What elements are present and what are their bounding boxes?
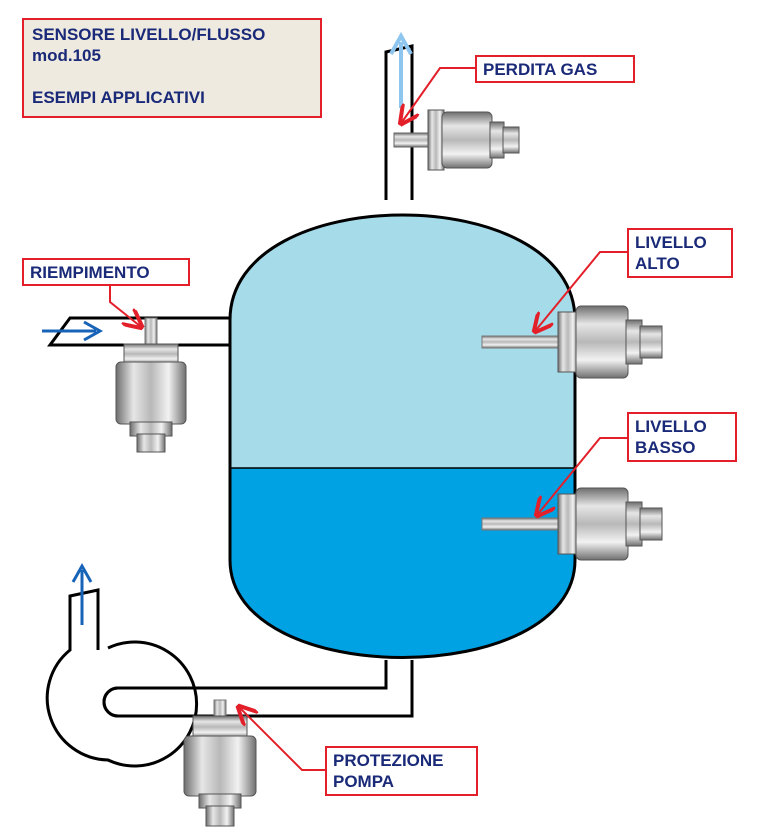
title-line-3: ESEMPI APPLICATIVI [32, 88, 205, 107]
sensor-gas-leak [393, 109, 520, 171]
pump [45, 588, 199, 768]
label-riempimento: RIEMPIMENTO [22, 258, 190, 286]
gas-flow-arrow [389, 31, 413, 108]
leader-protezione-pompa [240, 708, 325, 771]
liquid-phase [230, 468, 575, 658]
sensor-level-high [481, 305, 663, 379]
label-protezione-pompa-line-1: PROTEZIONE [333, 751, 444, 770]
label-riempimento-text: RIEMPIMENTO [30, 263, 150, 282]
gas-phase [230, 215, 575, 470]
label-livello-basso-line-1: LIVELLO [635, 417, 707, 436]
label-protezione-pompa-line-2: POMPA [333, 772, 395, 791]
label-livello-alto-line-2: ALTO [635, 254, 680, 273]
tank [228, 213, 577, 659]
leader-livello-alto [536, 251, 627, 330]
label-protezione-pompa: PROTEZIONE POMPA [325, 746, 478, 796]
leader-riempimento [109, 286, 140, 326]
title-line-1: SENSORE LIVELLO/FLUSSO [32, 25, 266, 44]
label-perdita-gas: PERDITA GAS [475, 55, 635, 83]
label-perdita-gas-text: PERDITA GAS [483, 60, 598, 79]
leader-livello-basso [538, 437, 627, 514]
leader-perdita-gas [402, 67, 475, 122]
label-livello-alto: LIVELLO ALTO [627, 228, 733, 278]
label-livello-basso-line-2: BASSO [635, 438, 696, 457]
title-box: SENSORE LIVELLO/FLUSSO mod.105 ESEMPI AP… [22, 18, 322, 118]
pump-suction-pipe [102, 660, 414, 718]
label-livello-alto-line-1: LIVELLO [635, 233, 707, 252]
pump-flow-arrow [71, 562, 93, 625]
sensor-pump-protection [183, 699, 257, 827]
sensor-level-low [481, 487, 663, 561]
label-livello-basso: LIVELLO BASSO [627, 412, 737, 462]
leader-arrows [109, 67, 627, 771]
title-line-2: mod.105 [32, 46, 101, 65]
sensor-filling [115, 317, 187, 453]
inlet-flow-arrow [42, 320, 104, 342]
